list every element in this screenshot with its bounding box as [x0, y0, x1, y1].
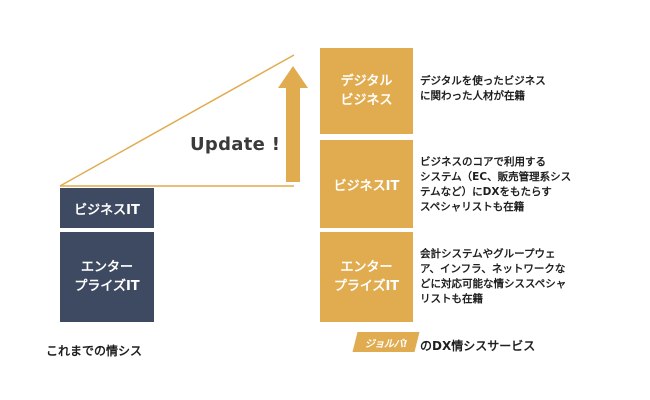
brand-logo-text: ジョルバ! — [364, 338, 408, 350]
left-box-enterprise-it: エンター プライズIT — [60, 232, 154, 322]
left-caption: これまでの情シス — [46, 344, 143, 358]
right-caption: のDX情シスサービス — [420, 339, 536, 353]
update-label: Update ! — [190, 134, 281, 155]
left-box-business-it: ビジネスIT — [60, 188, 154, 228]
right-box-enterprise-it: エンター プライズIT — [320, 232, 413, 322]
desc-enterprise-it: 会計システムやグループウェ ア、インフラ、ネットワークな どに対応可能な情シスス… — [420, 248, 567, 305]
right-box-digital-business: デジタル ビジネス — [320, 48, 413, 134]
upper-diagonal-line — [59, 54, 295, 187]
desc-business-it: ビジネスのコアで利用する システム（EC、販売管理系シス テムなど）にDXをもた… — [420, 156, 572, 213]
desc-digital-business: デジタルを使ったビジネス に関わった人材が在籍 — [420, 75, 546, 102]
brand-logo: ジョルバ! — [352, 332, 420, 352]
right-box-business-it: ビジネスIT — [320, 140, 413, 228]
up-arrow-icon — [278, 66, 308, 182]
